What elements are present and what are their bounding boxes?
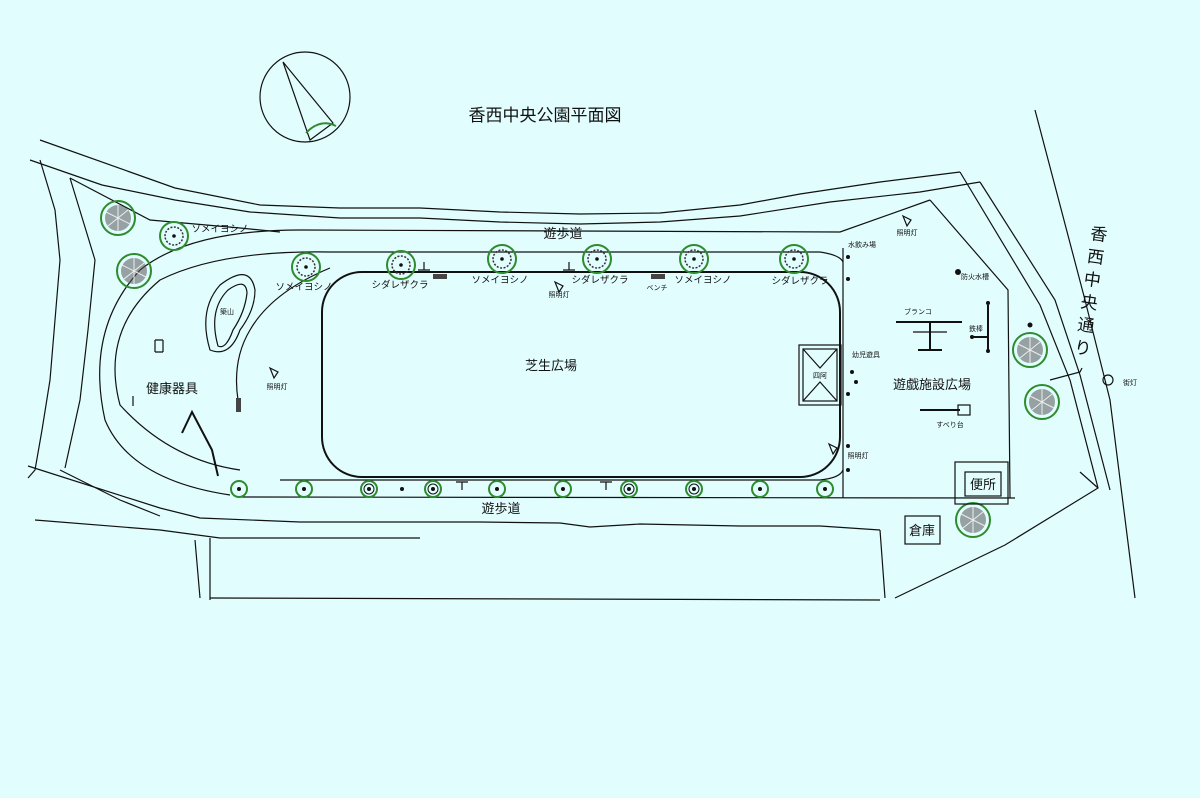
tree-list: ソメイヨシノ ソメイヨシノ シダレザクラ ソメイヨシノ シダレザクラ: [159, 221, 829, 293]
small-tree-icon: [620, 480, 638, 498]
bench-icon: [433, 274, 447, 279]
play-area-label: 遊戯施設広場: [893, 377, 971, 393]
tree: シダレザクラ: [571, 244, 629, 286]
large-tree-group: [100, 200, 1060, 538]
street-lamp-label: 街灯: [1123, 378, 1137, 387]
path-furniture: ベンチ: [418, 262, 668, 292]
road-name-char: り: [1073, 338, 1093, 360]
tree-label: ソメイヨシノ: [191, 224, 248, 235]
lighting-group: 照明灯 照明灯 照明灯 照明灯: [267, 214, 918, 460]
small-tree-icon: [230, 480, 248, 498]
light-label: 照明灯: [267, 382, 288, 391]
lamp-icon: 照明灯: [549, 280, 570, 299]
mound: 築山: [205, 267, 331, 401]
slide-label: すべり台: [936, 420, 964, 429]
mound-label: 築山: [220, 307, 234, 316]
lamp-icon: 照明灯: [897, 214, 918, 237]
small-tree-icon: [816, 480, 834, 498]
tree: シダレザクラ: [371, 250, 429, 291]
tree-label: シダレザクラ: [571, 274, 628, 286]
swing-icon: [896, 321, 962, 351]
tree: ソメイヨシノ: [275, 252, 333, 293]
street-lamp-icon: [1102, 374, 1114, 386]
small-tree-icon: [295, 480, 313, 498]
road-name-char: 西: [1086, 247, 1106, 269]
pavilion-label: 四阿: [813, 371, 827, 380]
large-tree-icon: [1012, 332, 1048, 368]
map-title: 香西中央公園平面図: [469, 106, 622, 126]
toddler-play-label: 幼児遊具: [852, 350, 880, 359]
road-name-label: 香西中央通り: [1073, 224, 1109, 360]
small-tree-icon: [751, 480, 769, 498]
large-tree-icon: [955, 502, 991, 538]
bench-label: ベンチ: [647, 284, 668, 292]
tree-label: ソメイヨシノ: [471, 275, 528, 286]
iron-bars-icon: [970, 301, 990, 353]
tree-label: シダレザクラ: [371, 279, 428, 291]
large-tree-icon: [100, 200, 136, 236]
play-area: 遊戯施設広場 水飲み場 ブランコ 鉄棒 防火水槽 幼児遊具 すべり台: [846, 240, 1033, 545]
tree: ソメイヨシノ: [159, 221, 249, 251]
road-name-char: 香: [1089, 224, 1109, 246]
lawn-label: 芝生広場: [525, 358, 577, 374]
road-name-vertical: 香西中央通り: [1073, 224, 1109, 360]
lamp-icon: 照明灯: [827, 442, 869, 460]
tree-label: シダレザクラ: [771, 275, 828, 287]
small-tree-icon: [685, 480, 703, 498]
tree: シダレザクラ: [771, 244, 829, 287]
large-tree-icon: [116, 253, 152, 289]
light-label: 照明灯: [549, 290, 570, 299]
large-tree-icon: [1024, 384, 1060, 420]
fitness-label: 健康器具: [146, 381, 198, 397]
bench-icon: [651, 274, 665, 279]
footpath-bottom-label: 遊歩道: [481, 502, 520, 517]
drinking-fountain-label: 水飲み場: [848, 240, 876, 249]
tree-label: ソメイヨシノ: [674, 275, 731, 286]
toilet-label: 便所: [970, 478, 996, 493]
slide-icon: [920, 404, 971, 416]
lawn-area: [321, 271, 841, 478]
storage-label: 倉庫: [909, 524, 935, 539]
tree-label: ソメイヨシノ: [275, 282, 332, 293]
small-tree-icon: [554, 480, 572, 498]
bottom-tree-row: [230, 480, 834, 498]
storage-building: 倉庫: [904, 515, 941, 545]
site-boundary: [27, 109, 1136, 601]
light-label: 照明灯: [897, 228, 918, 237]
fitness-equipment: 健康器具: [132, 339, 241, 477]
fire-cistern-icon: [955, 269, 961, 275]
bench-icon: [236, 398, 241, 412]
lamp-icon: 照明灯: [267, 366, 288, 391]
road-name-char: 中: [1082, 270, 1102, 292]
tree: ソメイヨシノ: [674, 244, 732, 286]
drinking-fountain-icon: [846, 255, 850, 259]
toilet-building: 便所: [954, 461, 1009, 505]
north-arrow-icon: [259, 51, 351, 143]
small-tree-icon: [424, 480, 442, 498]
street-lamp: 街灯: [1102, 374, 1137, 387]
road-name-char: 央: [1079, 292, 1099, 314]
footpath-top-label: 遊歩道: [543, 227, 582, 242]
pavilion: 四阿: [798, 344, 842, 406]
road-name-char: 通: [1076, 315, 1096, 337]
tree: ソメイヨシノ: [471, 244, 529, 286]
fire-cistern-label: 防火水槽: [961, 272, 989, 281]
small-tree-icon: [488, 480, 506, 498]
swing-label: ブランコ: [904, 307, 932, 316]
iron-bars-label: 鉄棒: [969, 324, 983, 333]
small-tree-icon: [360, 480, 378, 498]
light-label: 照明灯: [848, 451, 869, 460]
